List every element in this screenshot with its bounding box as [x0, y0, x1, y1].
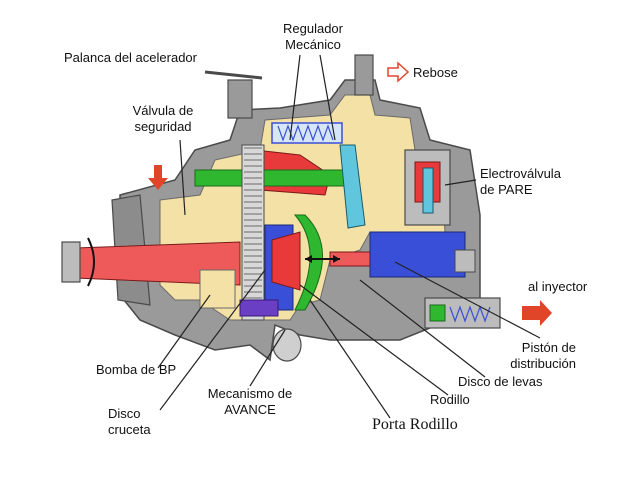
head-body: [369, 231, 466, 278]
solenoid-core: [422, 167, 434, 214]
spring-coil: [277, 124, 334, 142]
leader-line: [157, 294, 211, 369]
leader-line: [289, 54, 301, 141]
label-roller-holder: Porta Rodillo: [372, 416, 458, 433]
label-distribution-piston-line1: Pistón de: [521, 340, 576, 355]
label-cross-disc-line1: Disco: [108, 406, 141, 421]
advance-piston: [272, 328, 302, 362]
accelerator-lever: [204, 70, 263, 80]
label-cam-disc: Disco de levas: [458, 374, 543, 389]
governor-spring: [271, 122, 343, 144]
label-mechanical-governor-line1: Regulador: [283, 21, 343, 36]
governor-lever: [339, 144, 366, 229]
shaft-nut: [61, 241, 81, 283]
overflow-arrow-icon: [387, 61, 410, 83]
label-safety-valve-line2: seguridad: [134, 119, 192, 134]
leader-line: [249, 329, 286, 387]
delivery-spring: [449, 305, 491, 323]
leader-lines: [157, 54, 541, 419]
rotation-arrow-icon: [87, 237, 95, 287]
label-overflow: Rebose: [413, 65, 458, 80]
label-cross-disc: Disco cruceta: [108, 406, 151, 438]
leader-line: [159, 269, 266, 411]
roller-holder: [293, 214, 323, 311]
leader-line: [444, 179, 477, 186]
lever-tower: [227, 79, 253, 119]
leader-line: [359, 279, 486, 378]
safety-valve-arrow-icon: [148, 165, 168, 190]
label-advance-mechanism-line2: AVANCE: [224, 402, 276, 417]
label-safety-valve: Válvula de seguridad: [118, 103, 208, 135]
head-outlet: [454, 249, 476, 273]
leader-line: [394, 261, 541, 339]
label-bp-pump: Bomba de BP: [96, 362, 177, 377]
label-stop-solenoid: Electroválvula de PARE: [480, 166, 561, 198]
label-cross-disc-line2: cruceta: [108, 422, 151, 437]
piston-arrow-head-left: [305, 255, 312, 263]
label-accelerator-lever: Palanca del acelerador: [64, 50, 197, 65]
label-advance-mechanism: Mecanismo de AVANCE: [200, 386, 300, 418]
label-stop-solenoid-line2: de PARE: [480, 182, 533, 197]
delivery-valve-green: [429, 304, 446, 322]
label-distribution-piston: Pistón de distribución: [470, 340, 576, 372]
governor-shaft: [194, 169, 356, 187]
label-safety-valve-line1: Válvula de: [132, 103, 194, 118]
cam-disc: [271, 231, 301, 291]
label-stop-solenoid-line1: Electroválvula: [480, 166, 561, 181]
label-mechanical-governor-line2: Mecánico: [285, 37, 341, 52]
label-roller: Rodillo: [430, 392, 470, 407]
leader-line: [299, 284, 449, 396]
leader-line: [319, 54, 336, 141]
overflow-fitting: [354, 54, 374, 96]
label-to-injector: al inyector: [528, 279, 588, 294]
label-distribution-piston-line2: distribución: [510, 356, 576, 371]
label-mechanical-governor: Regulador Mecánico: [268, 21, 358, 53]
advance-mechanism: [239, 299, 279, 317]
piston-arrow-head-right: [333, 255, 340, 263]
injector-arrow-icon: [522, 300, 552, 326]
leader-line: [179, 139, 186, 216]
label-advance-mechanism-line1: Mecanismo de: [207, 386, 293, 401]
leader-line: [309, 299, 391, 419]
